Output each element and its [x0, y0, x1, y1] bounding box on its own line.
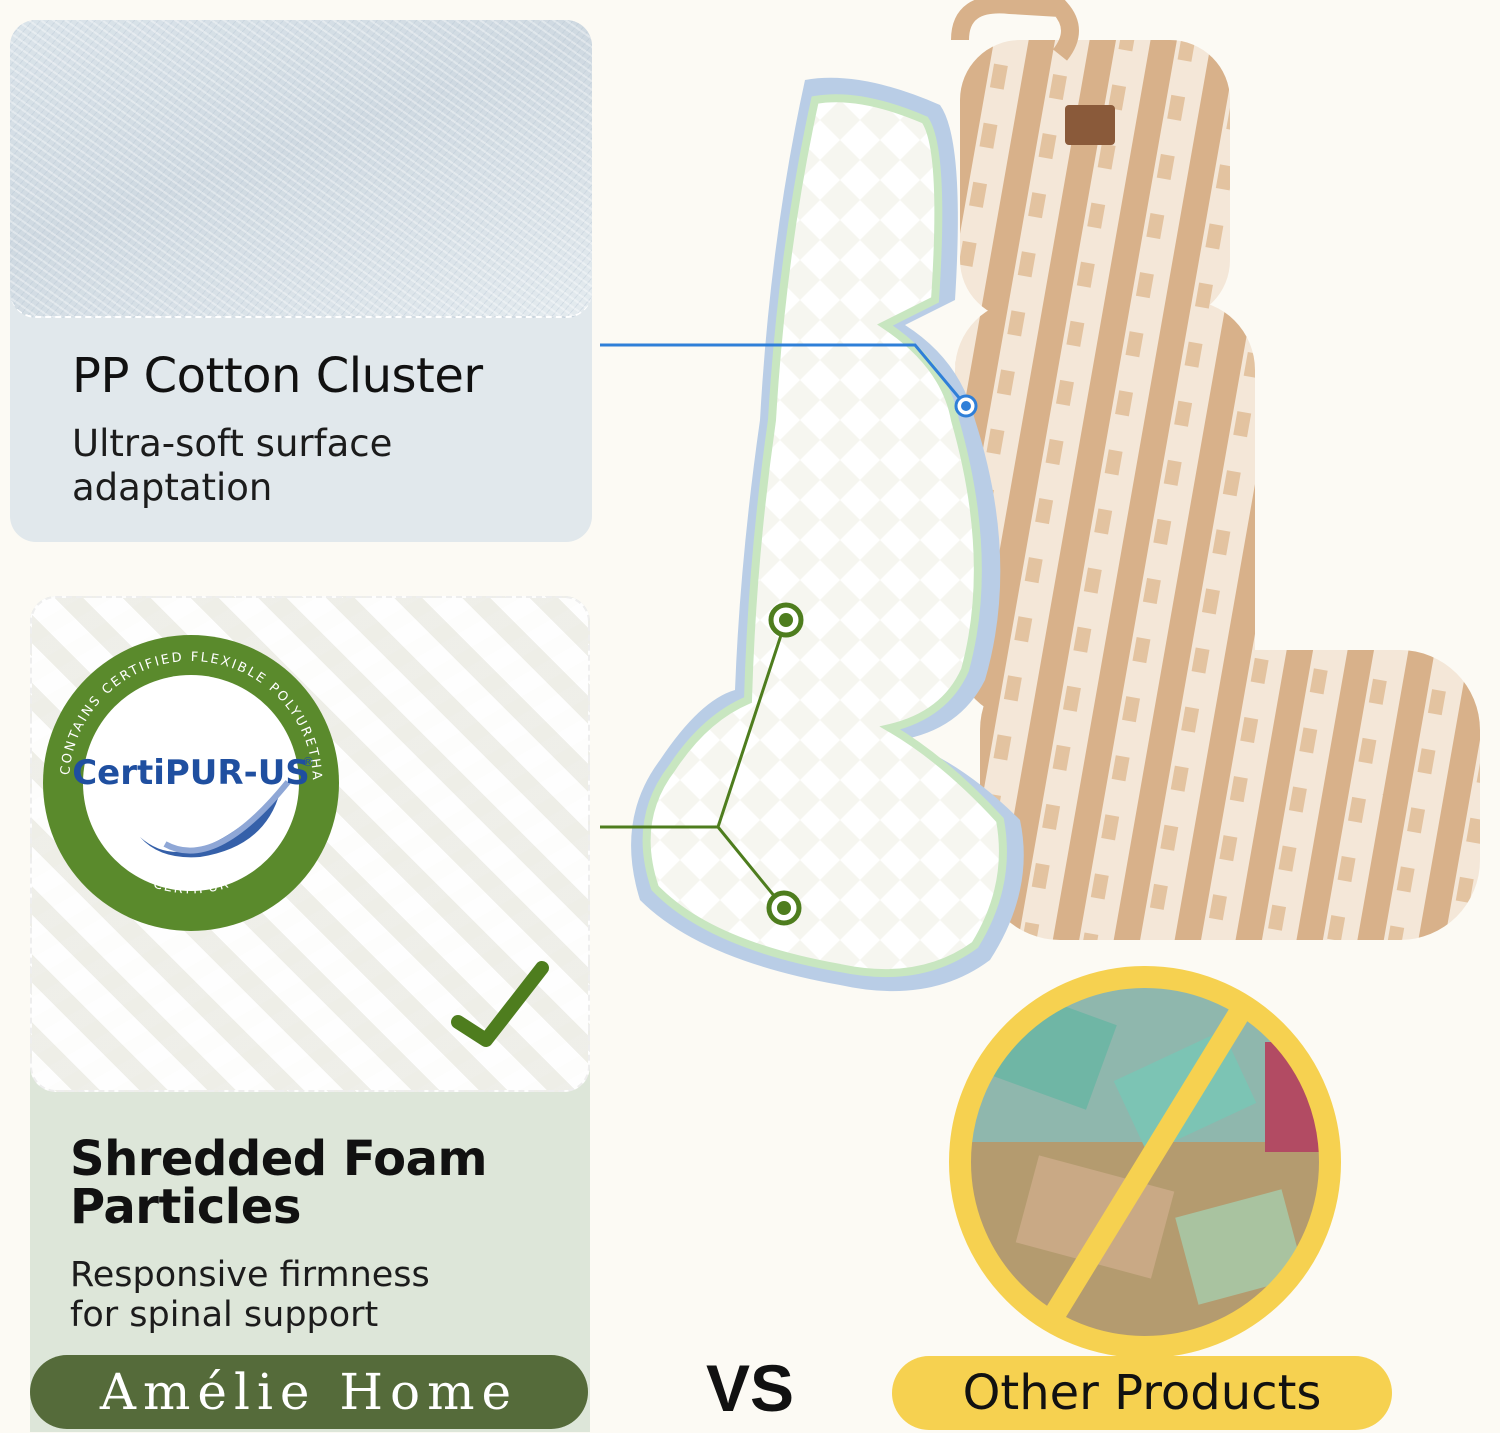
other-products-label: Other Products [892, 1356, 1392, 1430]
cert-ring-text-bottom: CERTIPUR [152, 876, 233, 897]
pp-cotton-texture-image [10, 20, 592, 318]
foam-desc-line2: for spinal support [70, 1295, 379, 1335]
pp-cotton-desc-line1: Ultra-soft surface [72, 422, 393, 465]
check-icon [451, 961, 549, 1047]
certipur-badge: CONTAINS CERTIFIED FLEXIBLE POLYURETHANE… [40, 632, 339, 931]
cert-logo-text: CertiPUR-US [72, 753, 310, 793]
cert-registered-mark: ® [302, 755, 314, 769]
prohibited-slash-icon [1040, 998, 1255, 1328]
pp-cotton-title: PP Cotton Cluster [72, 348, 483, 404]
brand-banner: Amélie Home [30, 1355, 588, 1429]
foam-title-line2: Particles [70, 1179, 301, 1235]
pp-cotton-desc-line2: adaptation [72, 466, 273, 509]
pillow-product-image [600, 0, 1480, 992]
foam-desc-line1: Responsive firmness [70, 1255, 430, 1295]
other-products-foam-image [949, 966, 1341, 1358]
vs-label: VS [706, 1351, 795, 1425]
foam-title-line1: Shredded Foam [70, 1131, 488, 1187]
